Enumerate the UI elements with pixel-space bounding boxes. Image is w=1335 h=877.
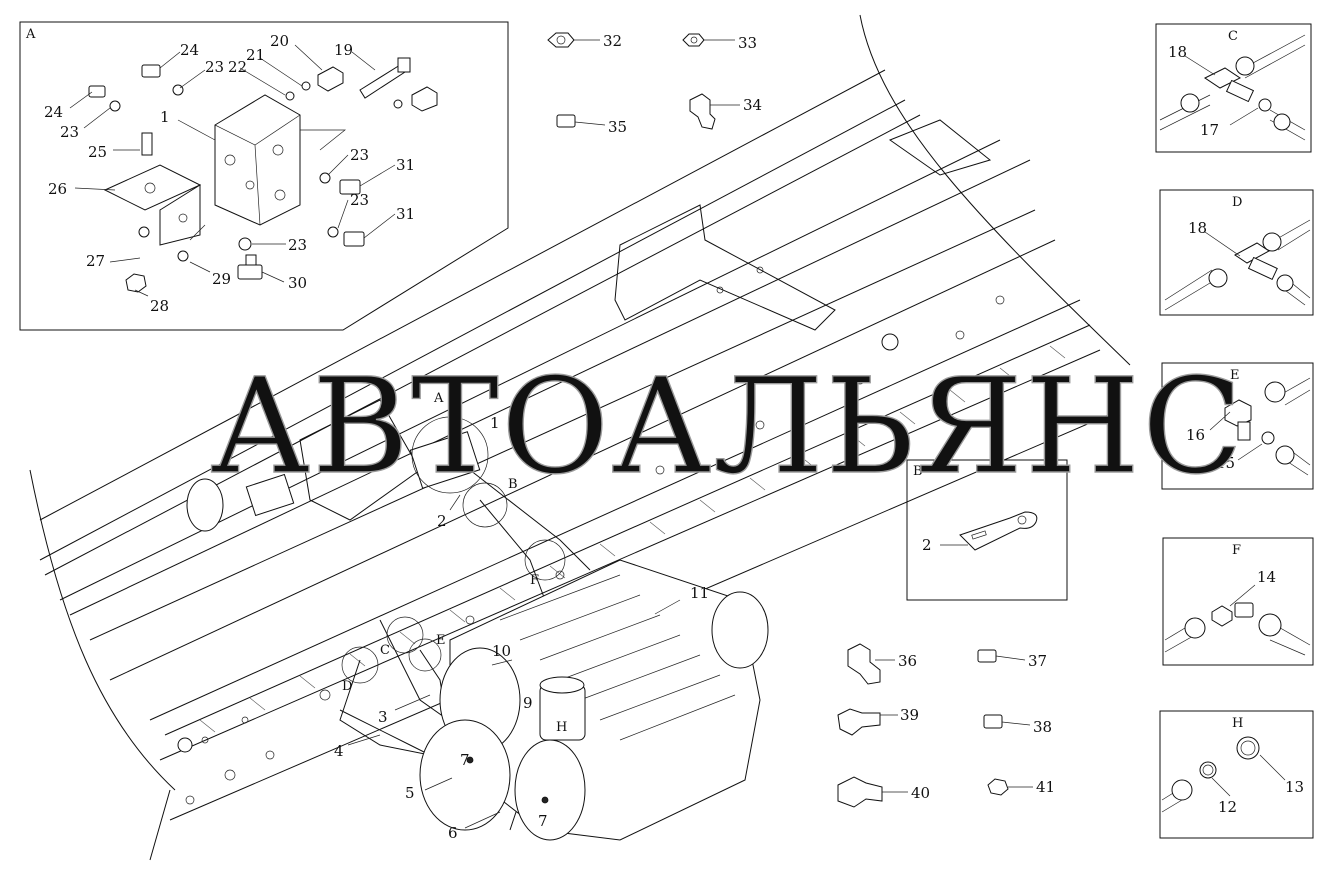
marker-c: C xyxy=(380,643,390,658)
label-37: 37 xyxy=(1028,652,1047,670)
marker-e: E xyxy=(436,633,446,648)
label-23: 23 xyxy=(288,236,307,254)
parts-36-41: 36 37 39 38 40 41 xyxy=(837,643,1055,808)
label-34: 34 xyxy=(743,96,762,114)
label-29: 29 xyxy=(212,270,231,288)
view-e-title: E xyxy=(1230,368,1240,383)
label-7: 7 xyxy=(538,812,548,830)
watermark: АВТОАЛЬЯНС xyxy=(210,350,1245,504)
view-h-title: H xyxy=(1232,716,1243,731)
label-22: 22 xyxy=(228,58,247,76)
label-23: 23 xyxy=(350,146,369,164)
label-33: 33 xyxy=(738,34,757,52)
main-labels: 1 A 2 B F E C D H 11 10 9 3 4 7 5 7 6 xyxy=(334,391,709,842)
parts-32-35: 32 33 34 35 xyxy=(547,32,762,136)
label-39: 39 xyxy=(900,706,919,724)
label-24: 24 xyxy=(180,41,199,59)
label-18: 18 xyxy=(1168,43,1187,61)
label-23: 23 xyxy=(350,191,369,209)
label-36: 36 xyxy=(898,652,917,670)
marker-h: H xyxy=(556,720,567,735)
valve-block-mounted xyxy=(245,431,591,831)
marker-d: D xyxy=(342,679,352,694)
label-30: 30 xyxy=(288,274,307,292)
label-15: 15 xyxy=(1216,454,1235,472)
view-d-panel: D 18 xyxy=(1159,189,1314,316)
air-tanks xyxy=(419,559,769,841)
label-27: 27 xyxy=(86,252,105,270)
label-3: 3 xyxy=(378,708,388,726)
marker-f: F xyxy=(530,573,539,588)
view-c-title: C xyxy=(1228,29,1238,44)
label-32: 32 xyxy=(603,32,622,50)
flange-hatching xyxy=(199,345,1066,733)
label-5: 5 xyxy=(405,784,415,802)
frame-holes xyxy=(185,266,1005,805)
view-f-title: F xyxy=(1232,543,1241,558)
label-14: 14 xyxy=(1257,568,1276,586)
view-h-panel: H 12 13 xyxy=(1159,710,1314,839)
label-23: 23 xyxy=(60,123,79,141)
label-7: 7 xyxy=(460,751,470,769)
label-20: 20 xyxy=(270,32,289,50)
label-24: 24 xyxy=(44,103,63,121)
view-b-panel: B 2 xyxy=(906,459,1068,601)
label-26: 26 xyxy=(48,180,67,198)
view-e-panel: E 16 15 xyxy=(1161,362,1314,490)
label-31: 31 xyxy=(396,156,415,174)
label-28: 28 xyxy=(150,297,169,315)
label-2: 2 xyxy=(922,536,932,554)
label-1: 1 xyxy=(490,414,500,432)
label-12: 12 xyxy=(1218,798,1237,816)
label-40: 40 xyxy=(911,784,930,802)
marker-b: B xyxy=(508,477,518,492)
view-c-panel: C 18 17 xyxy=(1155,23,1312,153)
view-b-title: B xyxy=(913,464,923,479)
label-1: 1 xyxy=(160,108,170,126)
label-11: 11 xyxy=(690,584,709,602)
label-2: 2 xyxy=(437,512,447,530)
label-9: 9 xyxy=(523,694,533,712)
view-d-title: D xyxy=(1232,195,1242,210)
label-18: 18 xyxy=(1188,219,1207,237)
label-13: 13 xyxy=(1285,778,1304,796)
label-17: 17 xyxy=(1200,121,1219,139)
label-41: 41 xyxy=(1036,778,1055,796)
label-21: 21 xyxy=(246,46,265,64)
view-a-panel: A xyxy=(19,21,509,331)
label-16: 16 xyxy=(1186,426,1205,444)
label-38: 38 xyxy=(1033,718,1052,736)
label-23: 23 xyxy=(205,58,224,76)
label-35: 35 xyxy=(608,118,627,136)
marker-a: A xyxy=(433,391,444,406)
label-4: 4 xyxy=(334,742,344,760)
label-6: 6 xyxy=(448,824,458,842)
view-a-title: A xyxy=(25,27,36,42)
label-31: 31 xyxy=(396,205,415,223)
tank-ribs xyxy=(499,574,736,741)
label-25: 25 xyxy=(88,143,107,161)
view-f-panel: F 14 xyxy=(1162,537,1314,666)
label-19: 19 xyxy=(334,41,353,59)
label-10: 10 xyxy=(492,642,511,660)
